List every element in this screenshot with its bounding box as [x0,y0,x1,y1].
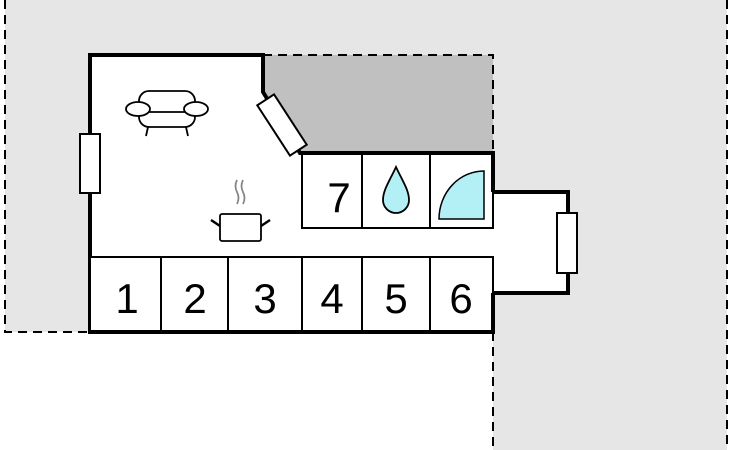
window-diagonal [255,93,309,157]
cooking-pot-icon [210,179,271,242]
room-7-label: 7 [327,174,350,221]
room-2-label: 2 [183,275,206,322]
shower-icon [438,170,485,220]
room-1-label: 1 [115,275,138,322]
room-5-label: 5 [384,275,407,322]
room-3-label: 3 [253,275,276,322]
room-6-label: 6 [449,275,472,322]
window-left [79,133,101,194]
window-right [556,212,578,274]
sofa-icon [125,90,209,137]
terrace [263,54,494,153]
room-4-label: 4 [320,275,343,322]
water-drop-icon [382,164,410,214]
